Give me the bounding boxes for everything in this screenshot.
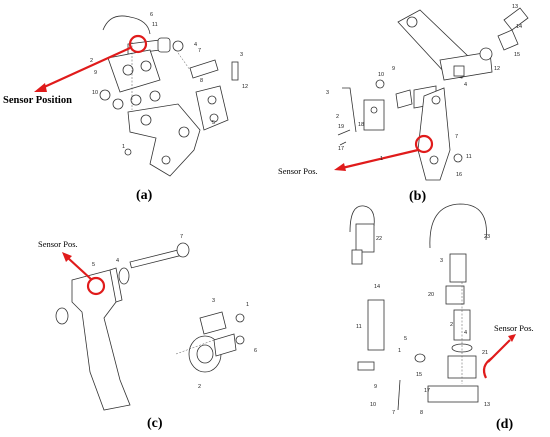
panel-a-part-number: 11 xyxy=(152,22,158,28)
panel-d-part-number: 9 xyxy=(374,384,377,390)
panel-d-part-number: 20 xyxy=(428,292,434,298)
panel-a-part-number: 6 xyxy=(150,12,153,18)
panel-d-part-number: 10 xyxy=(370,402,376,408)
panel-d-sensor-arrow xyxy=(487,339,511,363)
panel-d-drawing xyxy=(349,203,487,411)
panel-c-part-number: 5 xyxy=(92,262,95,268)
panel-b-caption: (b) xyxy=(409,189,426,204)
panel-a-part-number: 9 xyxy=(94,70,97,76)
panel-b-arrowhead xyxy=(334,163,346,171)
panel-b-part-number: 15 xyxy=(514,52,520,58)
panel-b-part-number: 10 xyxy=(378,72,384,78)
panel-d-part-number: 15 xyxy=(416,372,422,378)
panel-b-part-number: 4 xyxy=(464,82,467,88)
panel-d-part-number: 4 xyxy=(464,330,467,336)
panel-d-part-number: 3 xyxy=(440,258,443,264)
panel-b-part-number: 19 xyxy=(338,124,344,130)
panel-c-part-number: 6 xyxy=(254,348,257,354)
panel-b-part-number: 13 xyxy=(512,4,518,10)
panel-d-part-number: 22 xyxy=(376,236,382,242)
panel-a-sensor-arrow xyxy=(41,46,131,90)
panel-a-part-number: 1 xyxy=(122,144,125,150)
panel-d-part-number: 8 xyxy=(420,410,423,416)
panel-b-part-number: 11 xyxy=(466,154,472,160)
panel-d-part-number: 1 xyxy=(398,348,401,354)
panel-b-sensor-label: Sensor Pos. xyxy=(278,166,318,176)
panel-b-part-number: 2 xyxy=(336,114,339,120)
panel-c: Sensor Pos. 7 4 5 3 1 6 2 (c) xyxy=(38,234,257,431)
panel-c-arrowhead xyxy=(62,252,72,262)
panel-d-part-number: 11 xyxy=(356,324,362,330)
panel-d-caption: (d) xyxy=(496,417,513,432)
panel-a-part-number: 10 xyxy=(92,90,98,96)
panel-d-sensor-label: Sensor Pos. xyxy=(494,323,534,333)
panel-a-part-number: 8 xyxy=(200,78,203,84)
panel-a-part-number: 2 xyxy=(90,58,93,64)
panel-b-drawing xyxy=(337,7,529,181)
panel-b-part-number: 18 xyxy=(358,122,364,128)
panel-a-drawing xyxy=(99,15,239,177)
panel-d-part-number: 21 xyxy=(482,350,488,356)
panel-d-arrowhead xyxy=(508,334,516,342)
panel-c-part-number: 3 xyxy=(212,298,215,304)
panel-a-part-number: 3 xyxy=(240,52,243,58)
panel-c-part-number: 2 xyxy=(198,384,201,390)
panel-a-part-number: 7 xyxy=(198,48,201,54)
panel-b-part-number: 3 xyxy=(326,90,329,96)
panel-d-part-numbers: 22 23 3 20 14 11 2 4 51 21 15 9 17 10 13 7 8 xyxy=(356,234,490,416)
panel-b-part-number: 9 xyxy=(392,66,395,72)
panel-b-sensor-arrow xyxy=(341,148,419,170)
panel-c-part-number: 7 xyxy=(180,234,183,240)
panel-a-part-number: 4 xyxy=(194,42,197,48)
panel-a-sensor-label: Sensor Position xyxy=(3,95,72,106)
panel-b-part-number: 7 xyxy=(455,134,458,140)
panel-d-part-number: 7 xyxy=(392,410,395,416)
panel-d-part-number: 23 xyxy=(484,234,490,240)
panel-d: Sensor Pos. 22 23 3 20 14 11 2 4 51 21 15 9 17 10 13 7 8… xyxy=(349,203,534,432)
panel-a-caption: (a) xyxy=(136,188,153,203)
panel-c-sensor-marker xyxy=(86,276,106,296)
panel-a-part-number: 12 xyxy=(242,84,248,90)
panel-b-sensor-marker xyxy=(414,134,434,154)
panel-a-arrowhead xyxy=(34,83,47,92)
panel-a-part-numbers: 6 11 4 2 3 12 9 8 7 10 1 5 xyxy=(90,12,248,150)
panel-c-sensor-label: Sensor Pos. xyxy=(38,239,78,249)
panel-a: Sensor Position 6 11 4 2 3 12 9 8 7 10 1 5 (a) xyxy=(3,12,248,203)
panel-c-caption: (c) xyxy=(147,416,163,431)
panel-d-part-number: 13 xyxy=(484,402,490,408)
panel-c-part-number: 4 xyxy=(116,258,119,264)
panel-b-part-number: 14 xyxy=(516,24,522,30)
panel-b-part-number: 12 xyxy=(494,66,500,72)
panel-c-part-numbers: 7 4 5 3 1 6 2 xyxy=(92,234,257,390)
panel-d-part-number: 2 xyxy=(450,322,453,328)
panel-b-part-number: 1 xyxy=(380,156,383,162)
panel-c-drawing xyxy=(55,242,245,411)
panel-b-part-number: 17 xyxy=(338,146,344,152)
panel-a-part-number: 5 xyxy=(212,120,215,126)
panel-d-part-number: 5 xyxy=(404,336,407,342)
panel-d-part-number: 17 xyxy=(424,388,430,394)
panel-d-part-number: 14 xyxy=(374,284,380,290)
panel-c-sensor-arrow xyxy=(67,257,93,281)
panel-c-part-number: 1 xyxy=(246,302,249,308)
panel-a-sensor-marker xyxy=(128,34,148,54)
panel-b-part-number: 16 xyxy=(456,172,462,178)
